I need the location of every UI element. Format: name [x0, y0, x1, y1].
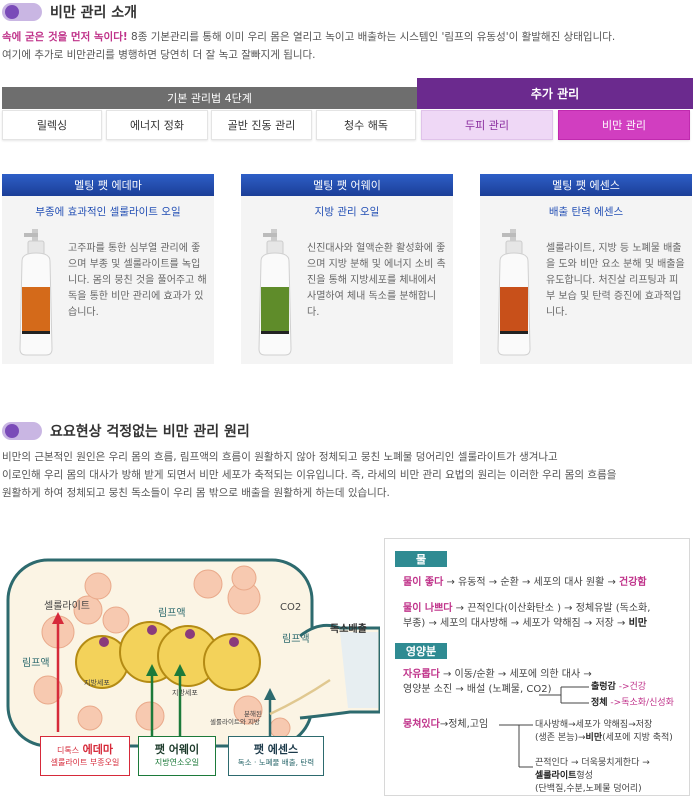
basic-step-4: 청수 해독 [316, 110, 416, 140]
basic-step-2: 에너지 정화 [106, 110, 208, 140]
oil-bottle-icon [249, 227, 301, 357]
stuck-branch-2: 끈적인다 → 더욱뭉치게한다 → 셀룰라이트형성 (단백질,수분,노폐물 덩어리… [535, 757, 687, 796]
co2-label: CO2 [280, 602, 302, 613]
product-subtitle: 지방 관리 오일 [314, 206, 380, 218]
water-good-line: 물이 좋다 → 유동적 → 순환 → 세포의 대사 원활 → 건강함 [403, 575, 687, 590]
box-small-title: 디톡스 [57, 746, 80, 755]
extra-step-scalp: 두피 관리 [421, 110, 553, 140]
product-name: 멜팅 팻 에데마 [2, 174, 214, 196]
oil-bottle-icon [10, 227, 62, 357]
water-bad-line: 물이 나쁘다 → 끈적인다(이산화탄소 ) → 정체유발 (독소화, 부종) →… [403, 601, 687, 631]
stuck-branch-lines [499, 724, 533, 768]
product-desc: 셀룰라이트, 지방 등 노폐물 배출을 도와 비만 요소 분해 및 배출을 유도… [546, 243, 685, 318]
product-subtitle: 배출 탄력 에센스 [548, 206, 624, 218]
branch1-head: 출렁감 [591, 682, 616, 692]
oil-bottle-icon [488, 227, 540, 357]
product-desc: 고주파를 통한 심부열 관리에 좋으며 부종 및 셀룰라이트를 녹입니다. 몸의… [68, 243, 207, 318]
branch2-rest: ->독소화/신성화 [607, 698, 674, 708]
principle-line1: 비만의 근본적인 원인은 우리 몸의 흐름, 림프액의 흐름이 원활하지 않아 … [2, 451, 558, 463]
stuck-b1-l2c: (세포에 지방 축적) [602, 733, 673, 743]
flow-line2: 영양분 소진 → 배설 (노폐물, CO2) [403, 684, 552, 695]
basic-header: 기본 관리법 4단계 [2, 87, 417, 109]
decomposed-label: 분해된 [244, 710, 262, 718]
stuck-head: 뭉쳐있다 [403, 719, 440, 730]
extra-step-obesity: 비만 관리 [558, 110, 690, 140]
section-title-intro: 비만 관리 소개 [2, 2, 137, 22]
stuck-b2-l1: 끈적인다 → 더욱뭉치게한다 → [535, 758, 650, 768]
section-title-principle: 요요현상 걱정없는 비만 관리 원리 [2, 421, 250, 441]
fat-cell-label: 지방세포 [84, 679, 110, 687]
principle-line2: 이로인해 우리 몸의 대사가 방해 받게 되면서 비만 세포가 축적되는 이유입… [2, 469, 617, 481]
water-good-rest: → 유동적 → 순환 → 세포의 대사 원활 → [443, 577, 619, 588]
stuck-b2-l2: 셀룰라이트 [535, 771, 577, 781]
product-card-edema: 멜팅 팻 에데마 부종에 효과적인 셀룰라이트 오일 고주파를 통한 심부열 관… [2, 174, 214, 364]
flow-branch-1: 출렁감 ->건강 [591, 681, 646, 694]
fat-cell-label-2: 지방세포 [172, 689, 198, 697]
basic-step-1: 릴렉싱 [2, 110, 102, 140]
section-title-text: 요요현상 걱정없는 비만 관리 원리 [50, 424, 250, 440]
intro-line2: 여기에 추가로 비만관리를 병행하면 당연히 더 잘 녹고 잘빠지게 됩니다. [2, 49, 316, 61]
flow-branch-lines [539, 686, 589, 704]
stuck-b2-l2b: 형성 [576, 771, 593, 781]
stuck-b1-l2a: (생존 본능)→ [535, 733, 586, 743]
branch2-head: 정체 [591, 698, 608, 708]
diagram-box-edema: 디톡스 에데마 셀룰라이트 부종오일 [40, 736, 130, 776]
water-good-head: 물이 좋다 [403, 577, 444, 588]
info-box: 물 물이 좋다 → 유동적 → 순환 → 세포의 대사 원활 → 건강함 물이 … [384, 538, 690, 796]
intro-rest: 8종 기본관리를 통해 이미 우리 몸은 열리고 녹이고 배출하는 시스템인 '… [127, 31, 616, 43]
cellulite-label: 셀룰라이트 [44, 601, 90, 612]
diagram-box-away: 팻 어웨이 지방연소오일 [138, 736, 216, 776]
product-card-away: 멜팅 팻 어웨이 지방 관리 오일 신진대사와 혈액순환 활성화에 좋으며 지방… [241, 174, 453, 364]
stuck-b1-l2b: 비만 [585, 733, 603, 743]
diagram-box-essence: 팻 에센스 독소 · 노폐물 배출, 탄력 [228, 736, 324, 776]
product-name: 멜팅 팻 어웨이 [241, 174, 453, 196]
water-bad-head: 물이 나쁘다 [403, 603, 453, 614]
flow-rest: → 이동/순환 → 세포에 의한 대사 → [439, 669, 592, 680]
toggle-icon [2, 422, 42, 440]
intro-text: 속에 굳은 것을 먼저 녹이다! 8종 기본관리를 통해 이미 우리 몸은 열리… [2, 28, 692, 64]
product-subtitle: 부종에 효과적인 셀룰라이트 오일 [35, 206, 181, 218]
branch1-rest: ->건강 [615, 682, 647, 692]
stuck-b2-l3: (단백질,수분,노폐물 덩어리) [535, 784, 642, 794]
extra-header: 추가 관리 [417, 78, 693, 109]
product-card-essence: 멜팅 팻 에센스 배출 탄력 에센스 셀룰라이트, 지방 등 노폐물 배출을 도… [480, 174, 692, 364]
box-subtitle: 독소 · 노폐물 배출, 탄력 [237, 758, 315, 767]
lymph-label-3: 림프액 [282, 634, 310, 645]
box-subtitle: 지방연소오일 [154, 758, 200, 767]
lymph-label-2: 림프액 [158, 608, 186, 619]
stuck-branch-1: 대사방해→세포가 약해짐→저장 (생존 본능)→비만(세포에 지방 축적) [535, 719, 687, 745]
stuck-b1-l1: 대사방해→세포가 약해짐→저장 [535, 720, 653, 730]
toggle-icon [2, 3, 42, 21]
water-bad-rest: → 끈적인다(이산화탄소 ) → 정체유발 (독소화, [452, 603, 651, 614]
product-desc: 신진대사와 혈액순환 활성화에 좋으며 지방 분해 및 에너지 소비 촉진을 통… [307, 243, 446, 318]
flow-head: 자유롭다 [403, 669, 440, 680]
box-title: 팻 에센스 [253, 743, 299, 756]
box-title: 에데마 [82, 743, 113, 756]
toxin-out-label: 독소배출 [330, 624, 367, 635]
stuck-line: 뭉쳐있다→정체,고임 [403, 717, 488, 732]
principle-text: 비만의 근본적인 원인은 우리 몸의 흐름, 림프액의 흐름이 원활하지 않아 … [2, 448, 692, 502]
stuck-rest: →정체,고임 [439, 719, 489, 730]
water-bad-line2: 부종) → 세포의 대사방해 → 세포가 약해짐 → 저장 → [403, 618, 629, 629]
product-name: 멜팅 팻 에센스 [480, 174, 692, 196]
flow-line: 자유롭다 → 이동/순환 → 세포에 의한 대사 → 영양분 소진 → 배설 (… [403, 667, 687, 697]
lymph-label-1: 림프액 [22, 658, 50, 669]
decomposed-label-2: 셀룰라이트와 지방 [210, 718, 260, 726]
water-good-end: 건강함 [619, 577, 647, 588]
water-bad-end: 비만 [628, 618, 648, 629]
box-title: 팻 어웨이 [154, 743, 200, 756]
diagram-svg [6, 558, 382, 748]
section-title-text: 비만 관리 소개 [50, 5, 138, 21]
box-subtitle: 셀룰라이트 부종오일 [50, 758, 120, 767]
principle-diagram: 셀룰라이트 림프액 림프액 림프액 CO2 지방세포 지방세포 독소배출 분해된… [0, 540, 382, 799]
nutrition-tag: 영양분 [395, 643, 447, 659]
flow-branch-2: 정체 ->독소화/신성화 [591, 697, 674, 710]
intro-highlight: 속에 굳은 것을 먼저 녹이다! [2, 31, 128, 43]
basic-step-3: 골반 진동 관리 [211, 110, 312, 140]
principle-line3: 원활하게 하여 정체되고 뭉친 독소들이 우리 몸 밖으로 배출을 원활하게 하… [2, 487, 390, 499]
water-tag: 물 [395, 551, 447, 567]
